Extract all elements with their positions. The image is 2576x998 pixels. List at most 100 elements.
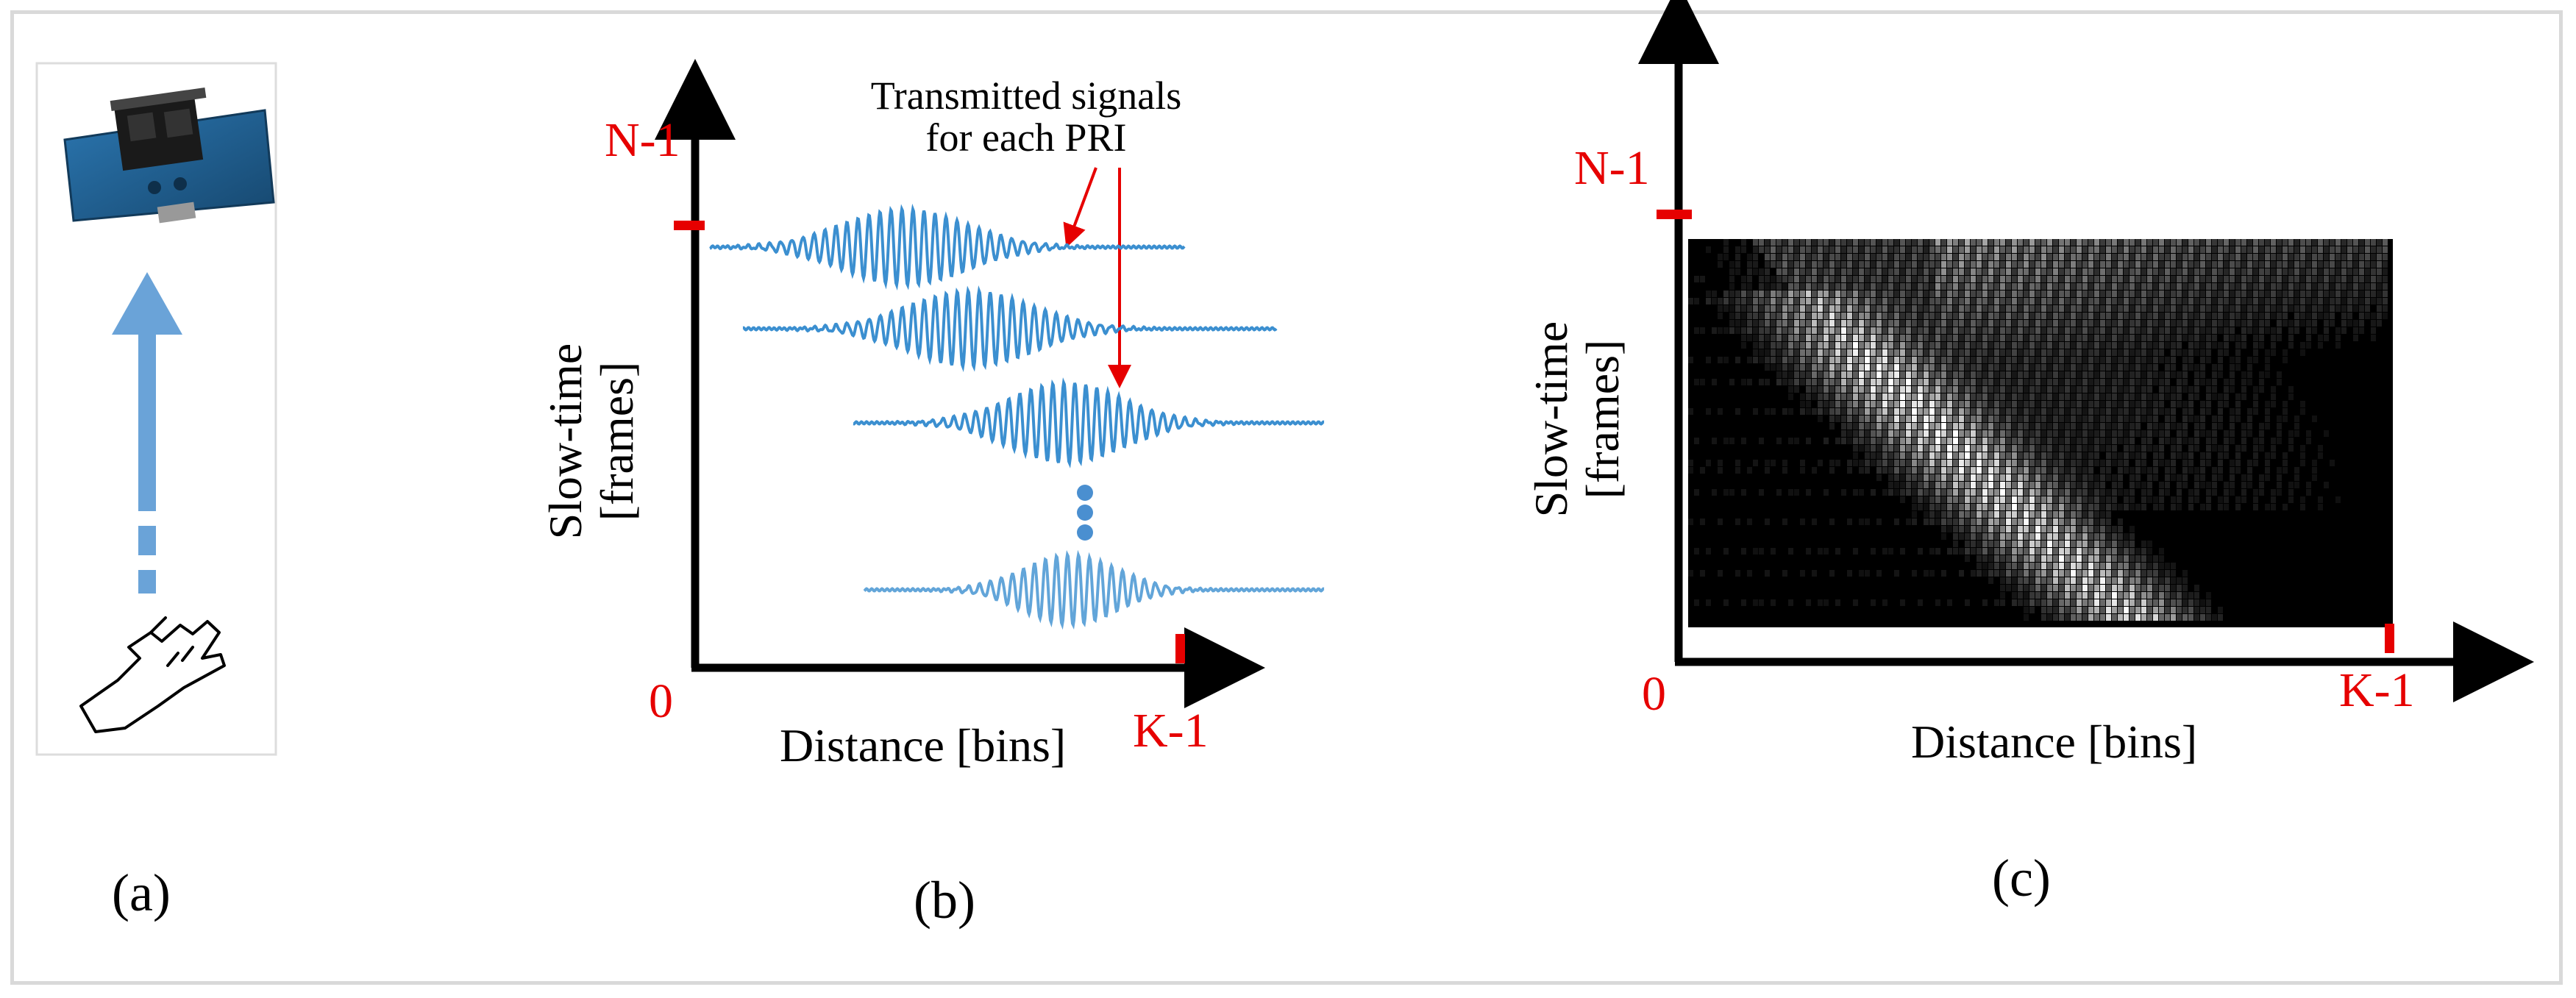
heatmap-cell [1759,548,1764,555]
heatmap-cell [2094,452,2099,459]
heatmap-cell [2053,541,2058,547]
heatmap-cell [1782,327,1787,334]
heatmap-cell [2359,313,2364,319]
heatmap-cell [2118,526,2123,532]
heatmap-cell [1977,482,1982,488]
heatmap-cell [1924,379,1929,385]
heatmap-cell [2130,445,2135,452]
heatmap-cell [2171,599,2176,606]
heatmap-cell [2082,423,2088,430]
heatmap-cell [2053,482,2058,488]
heatmap-cell [2029,320,2035,327]
heatmap-cell [2371,276,2376,282]
heatmap-cell [1912,504,1917,510]
heatmap-cell [2318,283,2323,290]
heatmap-cell [2088,342,2093,349]
heatmap-cell [2071,452,2076,459]
heatmap-cell [2059,276,2064,282]
heatmap-cell [2247,320,2252,327]
heatmap-cell [1712,379,1717,385]
heatmap-cell [2006,313,2011,319]
heatmap-cell [1871,327,1876,334]
heatmap-cell [2012,489,2017,496]
heatmap-cell [1853,401,1858,407]
heatmap-cell [2118,438,2123,444]
heatmap-cell [2165,489,2170,496]
heatmap-cell [2000,261,2005,268]
heatmap-cell [2088,563,2093,569]
heatmap-cell [2106,445,2111,452]
heatmap-cell [2241,482,2246,488]
heatmap-cell [2130,607,2135,613]
heatmap-cell [1959,283,1964,290]
heatmap-cell [1935,445,1940,452]
heatmap-cell [2124,533,2129,540]
heatmap-cell [2041,438,2046,444]
heatmap-cell [2188,335,2193,341]
heatmap-cell [1959,401,1964,407]
heatmap-cell [2024,585,2029,591]
heatmap-cell [2359,239,2364,246]
heatmap-cell [2335,496,2341,503]
heatmap-cell [2065,445,2070,452]
heatmap-cell [2165,570,2170,577]
heatmap-cell [2259,342,2264,349]
heatmap-cell [2100,518,2105,525]
heatmap-cell [2088,482,2093,488]
heatmap-cell [2294,254,2299,260]
heatmap-cell [1971,504,1976,510]
heatmap-cell [2153,239,2158,246]
heatmap-cell [2035,327,2040,334]
heatmap-cell [2135,401,2141,407]
heatmap-cell [2277,283,2282,290]
heatmap-cell [2188,276,2193,282]
heatmap-cell [2130,526,2135,532]
heatmap-cell [1935,511,1940,518]
heatmap-cell [2294,327,2299,334]
heatmap-cell [1988,379,1993,385]
heatmap-cell [2124,504,2129,510]
heatmap-cell [2147,496,2152,503]
heatmap-cell [1929,291,1935,297]
heatmap-cell [1977,320,1982,327]
heatmap-cell [1900,268,1905,275]
heatmap-cell [2206,460,2211,466]
heatmap-cell [1941,533,1946,540]
heatmap-cell [2330,283,2335,290]
heatmap-cell [2065,313,2070,319]
heatmap-cell [2159,430,2164,437]
heatmap-cell [1882,320,1887,327]
heatmap-cell [2106,320,2111,327]
heatmap-cell [2077,261,2082,268]
heatmap-cell [2053,327,2058,334]
heatmap-cell [1853,423,1858,430]
heatmap-cell [1723,291,1729,297]
heatmap-cell [2177,320,2182,327]
heatmap-cell [2077,401,2082,407]
heatmap-cell [1800,313,1805,319]
heatmap-cell [1959,452,1964,459]
heatmap-cell [2077,327,2082,334]
heatmap-cell [1982,416,1988,422]
heatmap-cell [1941,460,1946,466]
heatmap-cell [1694,276,1699,282]
heatmap-cell [2165,482,2170,488]
heatmap-cell [2088,460,2093,466]
heatmap-cell [2324,291,2329,297]
heatmap-cell [1876,371,1882,378]
heatmap-cell [2059,305,2064,312]
heatmap-cell [1971,452,1976,459]
heatmap-cell [1741,291,1746,297]
heatmap-cell [1723,489,1729,496]
heatmap-cell [2012,298,2017,304]
heatmap-cell [2059,592,2064,599]
heatmap-cell [1859,268,1864,275]
heatmap-cell [1729,320,1734,327]
heatmap-cell [2141,416,2146,422]
heatmap-cell [2088,416,2093,422]
heatmap-cell [2194,379,2199,385]
heatmap-cell [1794,298,1799,304]
heatmap-cell [1871,371,1876,378]
heatmap-cell [2135,261,2141,268]
heatmap-cell [1935,313,1940,319]
